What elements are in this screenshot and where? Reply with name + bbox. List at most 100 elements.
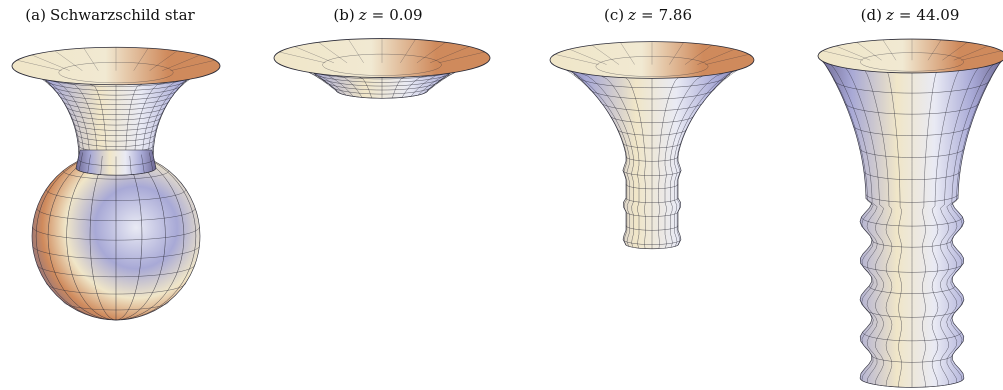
panel-c-equals: = [641,6,654,24]
surface-d-inner-ring [860,52,964,72]
surface-a-sphere [31,151,201,321]
panel-d-value: 44.09 [916,6,960,24]
surface-d-meridian [950,60,1003,381]
surface-a-inner-line [17,60,62,71]
surface-c-meridian [676,64,751,246]
surface-a-neck-meridian [87,154,91,174]
panel-a-caption: Schwarzschild star [49,6,195,24]
panel-d-variable: z [885,6,894,24]
surface-c-inner-ring [595,56,709,77]
panel-b-tag: (b) [333,6,355,24]
panel-d-equals: = [898,6,912,24]
surface-a-sphere-latitude [62,170,170,180]
surface-c-meridian [674,68,741,247]
surface-a-neck-meridian [100,155,103,175]
surface-b-inner-line [429,46,470,64]
surface-d-inner-line [961,50,1002,61]
surface-b-inner-line [279,51,326,64]
surface-b-inner-line [294,46,335,64]
surface-d-meridian [821,60,874,381]
surface-a-inner-line [133,48,149,71]
surface-c-meridian [600,75,640,249]
surface-d-meridian [931,70,960,387]
surface-c-inner-line [591,44,620,65]
surface-a-sphere-latitude [63,301,169,311]
surface-d-inner-line [835,45,871,61]
surface-b-inner-line [348,39,364,63]
surface-a-inner-line [31,54,70,71]
surface-d-inner-line [822,50,863,61]
surface-a-sphere-latitude [32,245,200,260]
surface-d-inner-line [942,42,968,61]
surface-b-inner-line [318,42,348,64]
surface-c-meridian [553,64,628,246]
surface-c-meridian [563,68,630,247]
surface-b-meridian [410,72,450,97]
panel-c-value: 7.86 [658,6,692,24]
panel-d-tag: (d) [860,6,882,24]
surface-a-neck-meridian [129,155,132,175]
surface-d-inner-line [882,39,897,61]
surface-a-neck-meridian [78,152,83,171]
surface-c-inner-line [669,42,684,65]
surface-b [273,38,491,99]
surface-c-inner-line [569,49,607,65]
surface-a-sphere-latitude [46,282,186,295]
panel-b-value: 0.09 [389,6,423,24]
surface-a-sphere-latitude [36,208,196,222]
surface-c-inner-line [620,42,635,65]
surface-d-meridian [830,64,878,383]
surface-a-sphere-latitude [36,264,196,278]
surface-b-meridian [335,75,363,98]
surface-a-sphere-latitude [32,226,200,241]
surface-d-opening [817,38,1003,74]
surface-d-meridian [922,72,937,388]
surface-a-inner-line [170,60,215,71]
surface-b-meridian [314,72,354,97]
panel-a-label: (a)Schwarzschild star [25,6,194,24]
panel-b-equals: = [371,6,385,24]
surface-d-meridian [887,72,902,388]
surface-b-meridian [391,76,407,99]
surface-b-meridian [401,75,429,98]
surface-a-inner-ring [58,62,174,84]
surface-b-inner-ring [322,53,442,76]
surface-a-inner-line [54,50,83,71]
surface-c-inner-line [554,54,599,65]
surface-b-inner-line [438,51,485,64]
panel-a-tag: (a) [25,6,46,24]
surface-d-meridian [940,67,979,385]
surface-d-body [817,55,1003,388]
surface-d-inner-line [927,39,942,61]
surface-d [817,38,1003,388]
surface-c-meridian [670,72,725,248]
surface-a-inner-line [83,48,99,71]
surface-c-meridian [664,75,704,249]
surface-a-neck-meridian [141,154,145,174]
surface-d-inner-line [856,42,882,61]
surface-a-inner-line [149,50,178,71]
surface-c-inner-line [684,44,713,65]
panel-d-label: (d)z=44.09 [861,6,960,24]
surface-d-meridian [845,67,884,385]
surface-a-inner-line [162,54,201,71]
surface-c-meridian [658,77,679,249]
surface-b-inner-line [400,39,416,63]
surface-a-sphere-latitude [45,189,187,201]
surface-d-meridian [946,64,994,383]
surface-c-inner-line [697,49,735,65]
surface-a-neck [75,149,157,176]
panel-c-tag: (c) [604,6,625,24]
panel-b-label: (b)z=0.09 [333,6,422,24]
surface-d-meridian [864,70,893,387]
surface-d-latitude [859,377,965,388]
surface-d-inner-line [953,45,989,61]
surface-c-meridian [625,77,646,249]
surface-c-meridian [579,72,634,248]
panel-b-variable: z [358,6,367,24]
surface-c-inner-line [705,54,750,65]
surface-b-inner-line [416,42,446,64]
panel-c-variable: z [628,6,637,24]
